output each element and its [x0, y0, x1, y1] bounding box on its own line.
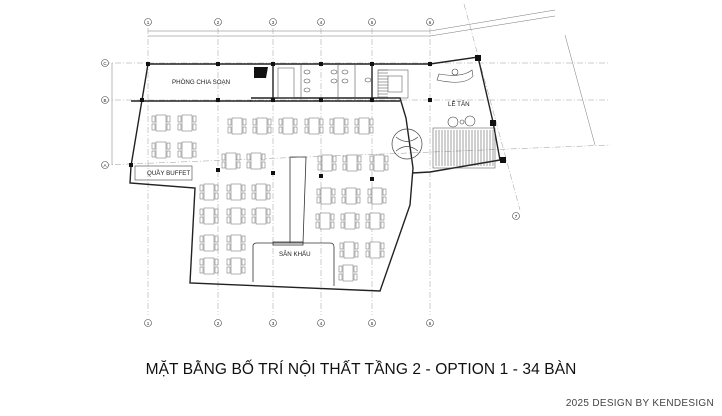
- grid-bubble-4: 4: [317, 18, 325, 26]
- dining-table: [151, 114, 171, 132]
- stairs: [277, 67, 496, 169]
- dining-tables: [151, 114, 389, 282]
- svg-text:3: 3: [272, 20, 275, 25]
- dining-table: [227, 117, 247, 135]
- dimension-lines: [111, 9, 596, 165]
- dining-table: [199, 207, 219, 225]
- label-reception: LỄ TÂN: [448, 101, 470, 108]
- dining-table: [226, 183, 246, 201]
- grid-bubble-1: 1: [144, 18, 152, 26]
- svg-text:6: 6: [429, 20, 432, 25]
- grid-bubble-1: 1: [144, 319, 152, 327]
- label-stage: SÂN KHẤU: [279, 251, 311, 258]
- grid-bubble-5: 5: [368, 319, 376, 327]
- dining-table: [226, 257, 246, 275]
- svg-text:5: 5: [371, 20, 374, 25]
- dining-table: [367, 187, 387, 205]
- grid-bubble-7: 7: [512, 212, 520, 220]
- dining-table: [199, 183, 219, 201]
- dining-table: [342, 154, 362, 172]
- svg-text:1: 1: [147, 321, 150, 326]
- grid-bubble-6: 6: [426, 18, 434, 26]
- dining-table: [221, 152, 241, 170]
- grid-bubble-B: B: [101, 96, 109, 104]
- grid-bubble-2: 2: [214, 18, 222, 26]
- grid-bubble-4: 4: [317, 319, 325, 327]
- dining-table: [151, 141, 171, 159]
- dining-table: [226, 234, 246, 252]
- svg-text:4: 4: [320, 321, 323, 326]
- svg-text:6: 6: [429, 321, 432, 326]
- svg-text:7: 7: [515, 214, 518, 219]
- dining-table: [338, 264, 358, 282]
- stage: [252, 156, 335, 286]
- svg-text:4: 4: [320, 20, 323, 25]
- dining-table: [177, 114, 197, 132]
- svg-text:2: 2: [217, 20, 220, 25]
- dining-table: [304, 117, 324, 135]
- designer-credit: 2025 DESIGN BY KENDESIGN: [565, 398, 714, 409]
- dining-table: [340, 212, 360, 230]
- dining-table: [252, 117, 272, 135]
- dining-table: [316, 187, 336, 205]
- dining-table: [251, 183, 271, 201]
- dining-table: [341, 187, 361, 205]
- dining-table: [365, 212, 385, 230]
- grid-bubble-3: 3: [269, 319, 277, 327]
- svg-text:C: C: [103, 61, 107, 66]
- grid-bubble-C: C: [101, 59, 109, 67]
- dining-table: [369, 154, 389, 172]
- restrooms: [300, 64, 372, 101]
- drawing-title: MẶT BẰNG BỐ TRÍ NỘI THẤT TẦNG 2 - OPTION…: [145, 361, 577, 378]
- room-labels: PHÒNG CHIA SOẠN LỄ TÂN QUẦY BUFFET SÂN K…: [147, 79, 470, 258]
- svg-text:3: 3: [272, 321, 275, 326]
- svg-text:5: 5: [371, 321, 374, 326]
- dining-table: [339, 241, 359, 259]
- dining-table: [317, 154, 337, 172]
- dining-table: [199, 234, 219, 252]
- svg-text:B: B: [103, 98, 106, 103]
- dining-table: [365, 241, 385, 259]
- label-buffet: QUẦY BUFFET: [147, 170, 190, 177]
- buffet-counter: [134, 165, 193, 181]
- grid-bubble-6: 6: [426, 319, 434, 327]
- dining-table: [329, 117, 349, 135]
- label-prep-room: PHÒNG CHIA SOẠN: [172, 79, 230, 86]
- dining-table: [177, 141, 197, 159]
- dining-table: [315, 212, 335, 230]
- reception-desk: [436, 68, 476, 128]
- dining-table: [246, 152, 266, 170]
- dining-table: [251, 207, 271, 225]
- dining-table: [226, 207, 246, 225]
- dining-table: [199, 257, 219, 275]
- svg-text:2: 2: [217, 321, 220, 326]
- grid-bubble-A: A: [101, 161, 109, 169]
- grid-bubble-3: 3: [269, 18, 277, 26]
- svg-text:1: 1: [147, 20, 150, 25]
- grid-bubble-2: 2: [214, 319, 222, 327]
- elevator-revolving-door: [391, 128, 423, 160]
- dining-table: [278, 117, 298, 135]
- grid-bubble-5: 5: [368, 18, 376, 26]
- svg-text:A: A: [103, 163, 106, 168]
- columns: [129, 55, 506, 181]
- dining-table: [354, 117, 374, 135]
